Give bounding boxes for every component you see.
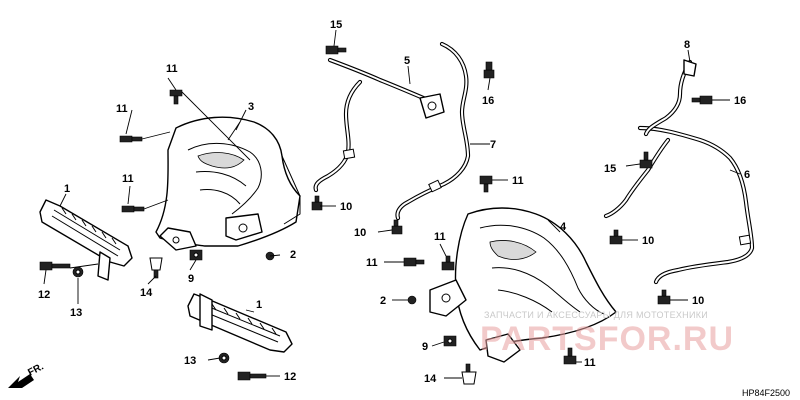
- callout-5: 5: [404, 55, 410, 67]
- callout-1: 1: [256, 299, 262, 311]
- heel-guard-right: [429, 207, 617, 363]
- callout-3: 3: [248, 101, 254, 113]
- footpeg-upper-left: [39, 199, 133, 281]
- callout-labels: 11 11 3 11 1 2 12 13 14 9 10 1 13 12 15 …: [38, 19, 750, 385]
- callout-2: 2: [290, 249, 296, 261]
- footpeg-lower: [187, 293, 293, 353]
- speedo-cable-far-right: [603, 125, 755, 285]
- callout-1: 1: [64, 183, 70, 195]
- brake-cable-far-right: [643, 59, 697, 137]
- callout-6: 6: [744, 169, 750, 181]
- callout-11: 11: [584, 357, 596, 369]
- callout-16: 16: [482, 95, 494, 107]
- callout-4: 4: [560, 221, 567, 233]
- watermark-tagline: ЗАПЧАСТИ И АКСЕССУАРЫ ДЛЯ МОТОТЕХНИКИ: [484, 310, 708, 320]
- callout-2: 2: [380, 295, 386, 307]
- callout-8: 8: [684, 39, 690, 51]
- callout-14: 14: [140, 287, 153, 299]
- callout-15: 15: [604, 163, 616, 175]
- callout-13: 13: [184, 355, 196, 367]
- callout-7: 7: [490, 139, 496, 151]
- callout-10: 10: [340, 201, 352, 213]
- diagram-code: HP84F2500: [742, 388, 790, 398]
- hardware: [39, 45, 713, 385]
- callout-11: 11: [512, 175, 524, 187]
- callout-16: 16: [734, 95, 746, 107]
- callout-9: 9: [422, 341, 428, 353]
- callout-10: 10: [692, 295, 704, 307]
- watermark: ЗАПЧАСТИ И АКСЕССУАРЫ ДЛЯ МОТОТЕХНИКИ PA…: [480, 310, 734, 358]
- callout-9: 9: [188, 273, 194, 285]
- watermark-logo: PARTSFOR.RU: [480, 320, 734, 358]
- callout-13: 13: [70, 307, 82, 319]
- callout-12: 12: [284, 371, 296, 383]
- speedo-cable-right: [313, 57, 445, 193]
- direction-label: FR.: [26, 361, 46, 378]
- callout-12: 12: [38, 289, 50, 301]
- leader-lines: [43, 29, 741, 379]
- callout-10: 10: [642, 235, 654, 247]
- front-direction-arrow: FR.: [8, 361, 46, 388]
- callout-11: 11: [122, 173, 134, 185]
- callout-11: 11: [434, 231, 446, 243]
- callout-14: 14: [424, 373, 437, 385]
- callout-11: 11: [366, 257, 378, 269]
- heel-guard-left: [155, 116, 301, 251]
- callout-15: 15: [330, 19, 342, 31]
- callout-10: 10: [354, 227, 366, 239]
- brake-cable-right: [342, 41, 471, 221]
- callout-11: 11: [116, 103, 128, 115]
- callout-11: 11: [166, 63, 178, 75]
